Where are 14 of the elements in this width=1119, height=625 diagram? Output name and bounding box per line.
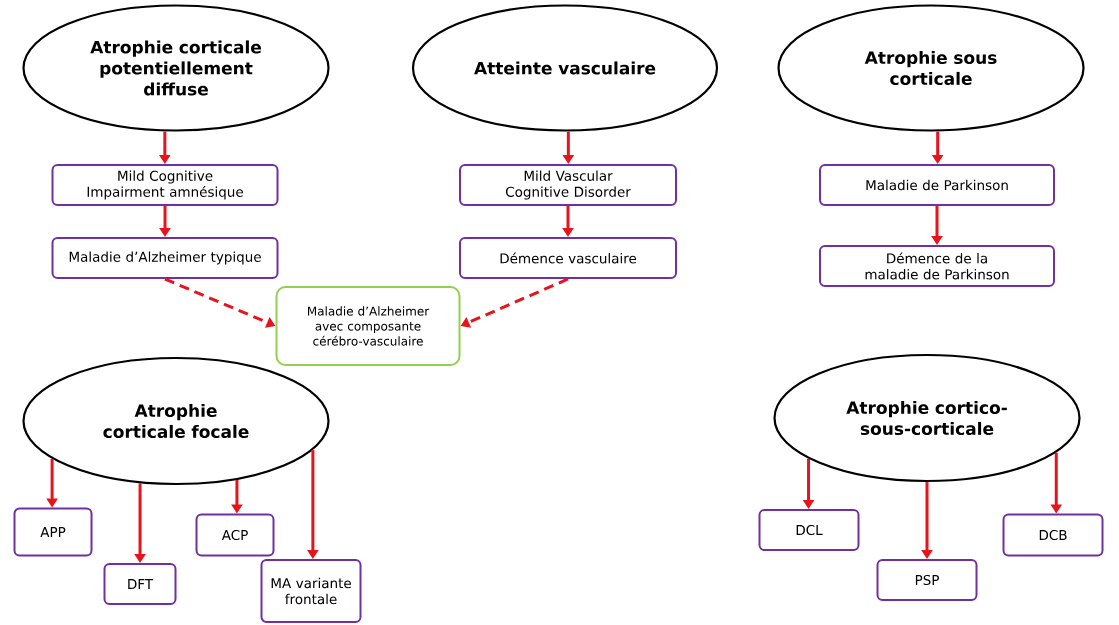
process-box: DCB [1002,513,1104,557]
process-box: PSP [876,559,978,601]
process-box: Maladie d’Alzheimer typique [51,237,279,279]
process-box: Démence vasculaire [459,237,677,279]
process-box: DFT [103,563,177,605]
process-box: APP [13,507,93,557]
process-box: DCL [758,509,860,551]
process-box: Mild Cognitive Impairment amnésique [51,164,279,206]
process-box: MA variante frontale [260,559,362,623]
process-box: Démence de la maladie de Parkinson [819,245,1055,287]
outcome-box: Maladie d’Alzheimer avec composante cérébro-vasculaire [275,286,461,366]
process-box: Mild Vascular Cognitive Disorder [459,164,677,206]
process-box: ACP [195,513,275,557]
process-box: Maladie de Parkinson [819,164,1055,206]
